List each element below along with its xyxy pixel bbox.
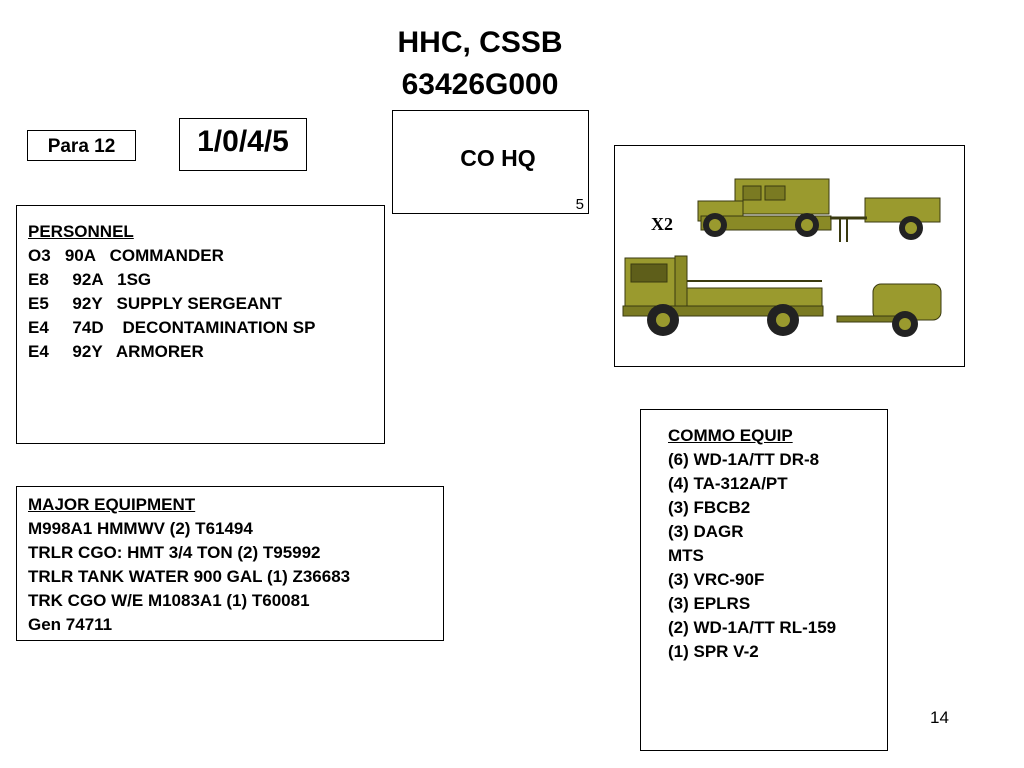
personnel-row: O3 90A COMMANDER bbox=[28, 246, 224, 265]
commo-row: (3) EPLRS bbox=[668, 594, 751, 613]
equipment-row: TRLR CGO: HMT 3/4 TON (2) T95992 bbox=[28, 543, 321, 562]
commo-equip-box: COMMO EQUIP (6) WD-1A/TT DR-8 (4) TA-312… bbox=[640, 409, 888, 751]
personnel-heading: PERSONNEL bbox=[28, 222, 134, 241]
personnel-row: E4 92Y ARMORER bbox=[28, 342, 204, 361]
strength-box: 1/0/4/5 bbox=[179, 118, 307, 171]
vehicle-drawings bbox=[622, 178, 942, 337]
commo-row: (6) WD-1A/TT DR-8 bbox=[668, 450, 820, 469]
multiplier-label: X2 bbox=[651, 214, 673, 234]
unit-title: HHC, CSSB bbox=[397, 26, 563, 59]
para-box: Para 12 bbox=[27, 130, 136, 161]
commo-row: (3) DAGR bbox=[668, 522, 744, 541]
personnel-list: O3 90A COMMANDER E8 92A 1SG E5 92Y SUPPL… bbox=[28, 244, 315, 364]
cargo-truck-icon bbox=[622, 255, 824, 336]
major-equipment-list: M998A1 HMMWV (2) T61494 TRLR CGO: HMT 3/… bbox=[28, 517, 350, 637]
personnel-row: E5 92Y SUPPLY SERGEANT bbox=[28, 294, 282, 313]
personnel-box: PERSONNEL O3 90A COMMANDER E8 92A 1SG E5… bbox=[16, 205, 385, 444]
equipment-row: Gen 74711 bbox=[28, 615, 113, 634]
water-tank-trailer-icon bbox=[836, 283, 942, 337]
hmmwv-icon bbox=[697, 178, 832, 237]
commo-row: (1) SPR V-2 bbox=[668, 642, 759, 661]
strength-value: 1/0/4/5 bbox=[197, 125, 289, 158]
major-equipment-box: MAJOR EQUIPMENT M998A1 HMMWV (2) T61494 … bbox=[16, 486, 444, 641]
co-hq-count: 5 bbox=[575, 196, 584, 213]
commo-row: (3) VRC-90F bbox=[668, 570, 765, 589]
commo-equip-heading: COMMO EQUIP bbox=[668, 426, 793, 445]
commo-row: MTS bbox=[668, 546, 704, 565]
major-equipment-heading: MAJOR EQUIPMENT bbox=[28, 495, 196, 514]
commo-row: (3) FBCB2 bbox=[668, 498, 751, 517]
commo-equip-list: (6) WD-1A/TT DR-8 (4) TA-312A/PT (3) FBC… bbox=[668, 448, 836, 664]
equipment-row: TRK CGO W/E M1083A1 (1) T60081 bbox=[28, 591, 310, 610]
commo-row: (4) TA-312A/PT bbox=[668, 474, 788, 493]
page-number: 14 bbox=[930, 708, 949, 727]
uic-title: 63426G000 bbox=[401, 68, 559, 101]
personnel-row: E8 92A 1SG bbox=[28, 270, 152, 289]
para-label: Para 12 bbox=[47, 136, 116, 157]
co-hq-box: CO HQ 5 bbox=[392, 110, 589, 214]
vehicle-image-panel: X2 bbox=[614, 145, 965, 367]
cargo-trailer-icon bbox=[830, 197, 941, 242]
equipment-row: TRLR TANK WATER 900 GAL (1) Z36683 bbox=[28, 567, 351, 586]
co-hq-label: CO HQ bbox=[460, 145, 536, 171]
commo-row: (2) WD-1A/TT RL-159 bbox=[668, 618, 837, 637]
personnel-row: E4 74D DECONTAMINATION SP bbox=[28, 318, 316, 337]
equipment-row: M998A1 HMMWV (2) T61494 bbox=[28, 519, 253, 538]
